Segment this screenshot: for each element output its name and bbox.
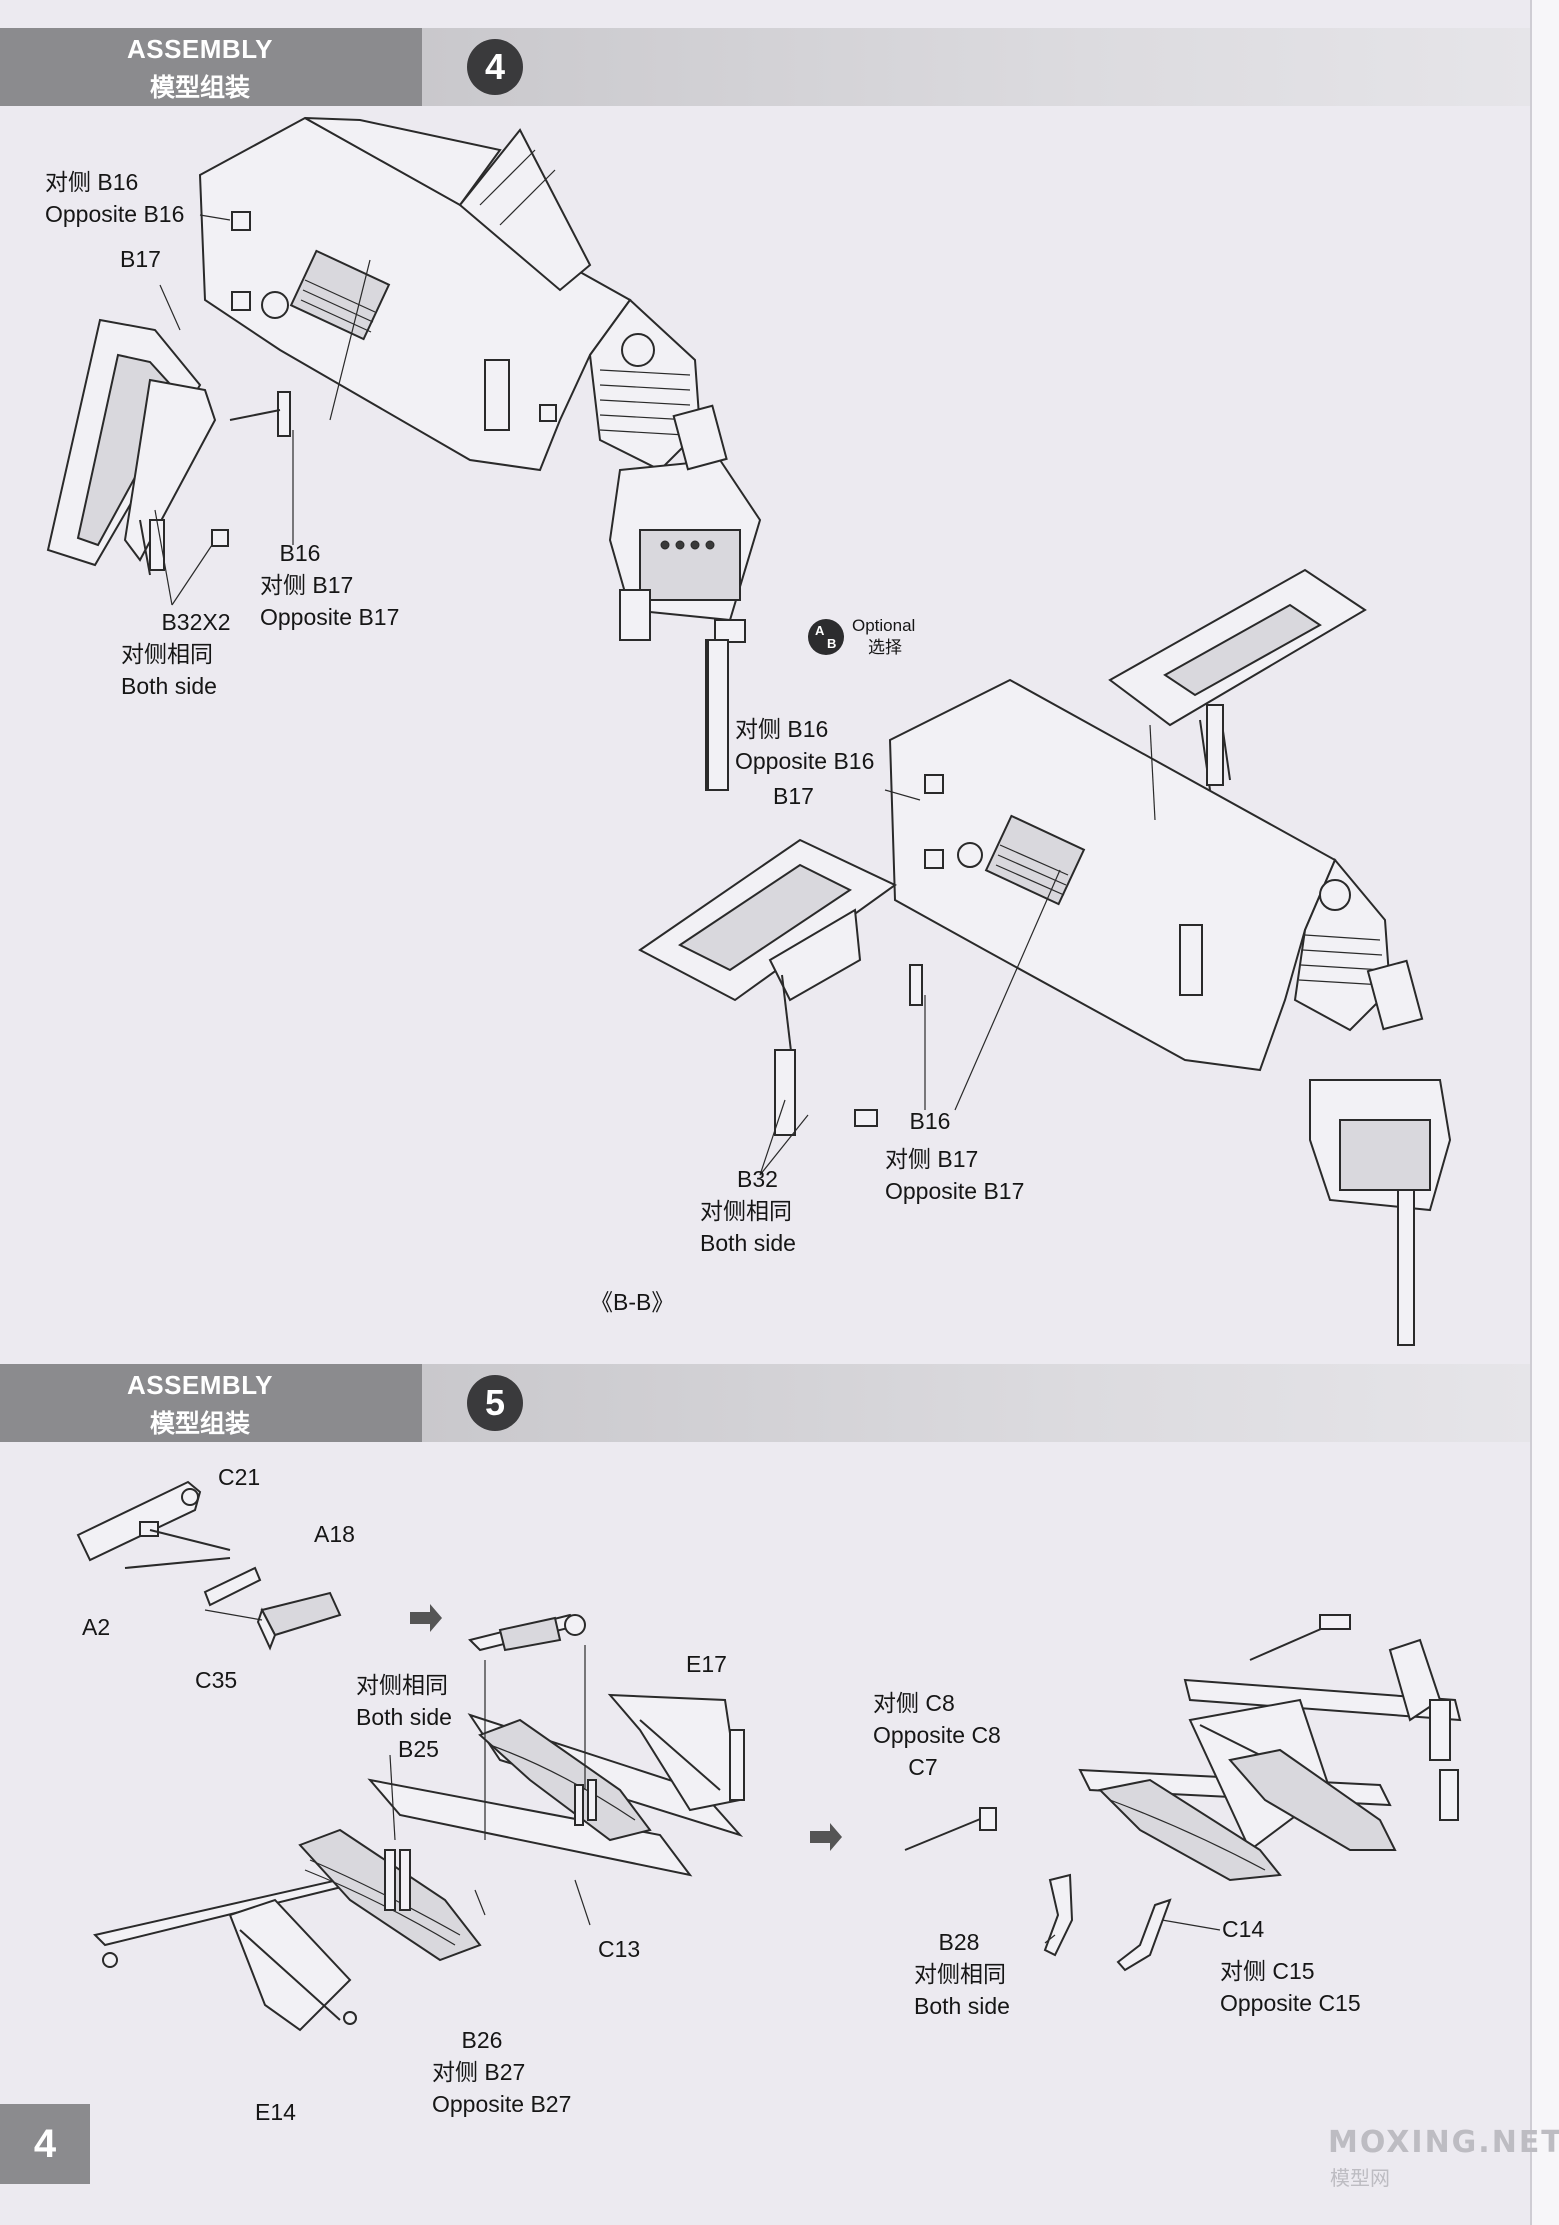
label-b16-lower: 对侧 B16 Opposite B16 — [735, 713, 874, 777]
upper-part-b17-panel — [46, 318, 217, 576]
step5-final-assembly — [904, 1614, 1462, 1972]
header-title-cn: 模型组装 — [149, 1410, 250, 1438]
label-cn: 对侧相同 — [700, 1198, 792, 1224]
icon-letter-a: A — [815, 623, 825, 638]
upper-leader-lines — [154, 214, 371, 606]
label-cn: 对侧 B27 — [432, 2059, 526, 2085]
step-4-header: ASSEMBLY 模型组装 4 — [0, 28, 1530, 106]
label-en: Opposite C15 — [1220, 1990, 1361, 2016]
step5-parts-a2-c21 — [76, 1480, 342, 1651]
lower-vehicle-body — [888, 678, 1452, 1346]
label-b17-lower: B17 — [773, 783, 814, 809]
label-b25: B25 — [398, 1736, 439, 1762]
step5-frame-assembly — [93, 1613, 745, 2032]
optional-roof-panel — [1108, 568, 1367, 791]
label-b32-lower: B32 对侧相同 Both side — [700, 1163, 815, 1259]
header-title-en: ASSEMBLY — [126, 1370, 274, 1400]
optional-cn: 选择 — [868, 638, 902, 657]
label-b28: B28 — [938, 1929, 980, 1955]
label-c8-group: 对侧 C8 Opposite C8 C7 — [873, 1687, 1001, 1783]
step-number-badge: 5 — [467, 1375, 523, 1431]
label-b32: B32 — [737, 1166, 778, 1192]
optional-ab-icon: A B — [808, 619, 844, 655]
header-dark-block — [0, 1364, 422, 1442]
header-dark-block — [0, 28, 422, 106]
header-light-block — [422, 28, 1530, 106]
step-number-badge: 4 — [467, 39, 523, 95]
label-cn: 对侧 C15 — [1220, 1958, 1315, 1984]
label-cn: 对侧 B17 — [260, 572, 354, 598]
label-en: Both side — [356, 1704, 452, 1730]
label-b26: B26 — [461, 2027, 503, 2053]
page-edge — [1530, 0, 1559, 2225]
label-cn: 对侧 B16 — [45, 169, 139, 195]
label-c7: C7 — [908, 1754, 938, 1780]
label-b26-group: B26 对侧 B27 Opposite B27 — [432, 2024, 571, 2120]
step5-arrow-1 — [410, 1604, 442, 1632]
label-en: Both side — [914, 1993, 1010, 2019]
label-e14: E14 — [255, 2099, 296, 2125]
label-cn: 对侧相同 — [121, 641, 213, 667]
header-title-cn: 模型组装 — [149, 74, 250, 102]
label-c35: C35 — [195, 1667, 238, 1693]
strut-part — [707, 639, 729, 791]
label-b32-upper: B32X2 对侧相同 Both side — [121, 606, 271, 702]
label-en: Opposite B27 — [432, 2091, 572, 2117]
label-b16-b17-upper: B16 对侧 B17 Opposite B17 — [260, 537, 400, 633]
label-cn: 对侧 B17 — [885, 1146, 979, 1172]
label-b16: B16 — [279, 540, 321, 566]
label-en: Opposite B16 — [735, 748, 875, 774]
label-b16-b17-lower: B16 对侧 B17 Opposite B17 — [885, 1105, 1024, 1207]
lower-part-b17-panel — [638, 838, 923, 1136]
label-cn: 对侧相同 — [356, 1672, 448, 1698]
label-en: Both side — [700, 1230, 796, 1256]
upper-vehicle-body — [198, 116, 762, 791]
step-5-header: ASSEMBLY 模型组装 5 — [0, 1364, 1530, 1442]
label-b25-group: 对侧相同 Both side B25 — [356, 1669, 481, 1765]
header-light-block — [422, 1364, 1530, 1442]
label-c14: C14 — [1222, 1916, 1265, 1942]
label-en: Opposite B16 — [45, 201, 185, 227]
watermark-cn: 模型网 — [1330, 2168, 1390, 2190]
upper-part-b16-brackets — [211, 391, 291, 547]
label-cn: 对侧 B16 — [735, 716, 829, 742]
optional-en: Optional — [852, 616, 916, 635]
label-b28-group: B28 对侧相同 Both side — [914, 1926, 1010, 2022]
label-cn: 对侧相同 — [914, 1961, 1006, 1987]
label-c21: C21 — [218, 1464, 261, 1490]
label-a2: A2 — [82, 1614, 111, 1640]
label-a18: A18 — [314, 1521, 355, 1547]
label-c15-group: 对侧 C15 Opposite C15 — [1220, 1955, 1361, 2019]
label-cn: 对侧 C8 — [873, 1690, 955, 1716]
page-number: 4 — [0, 2104, 90, 2184]
section-label-b-b: 《B-B》 — [590, 1289, 675, 1315]
icon-letter-b: B — [827, 636, 837, 651]
label-b32: B32X2 — [161, 609, 231, 635]
lower-leader-lines — [759, 724, 1156, 1176]
label-b17-upper: B17 — [120, 246, 161, 272]
label-e17: E17 — [686, 1651, 727, 1677]
watermark-en: MOXING.NET — [1328, 2125, 1559, 2160]
step5-arrow-2 — [810, 1823, 842, 1851]
label-en: Opposite C8 — [873, 1722, 1001, 1748]
label-en: Opposite B17 — [260, 604, 400, 630]
label-c13: C13 — [598, 1936, 641, 1962]
label-b16-upper: 对侧 B16 Opposite B16 — [45, 166, 184, 230]
label-en: Both side — [121, 673, 217, 699]
label-en: Opposite B17 — [885, 1178, 1025, 1204]
optional-text: Optional 选择 — [852, 615, 915, 659]
header-title-en: ASSEMBLY — [126, 34, 274, 64]
label-b16: B16 — [909, 1108, 951, 1134]
